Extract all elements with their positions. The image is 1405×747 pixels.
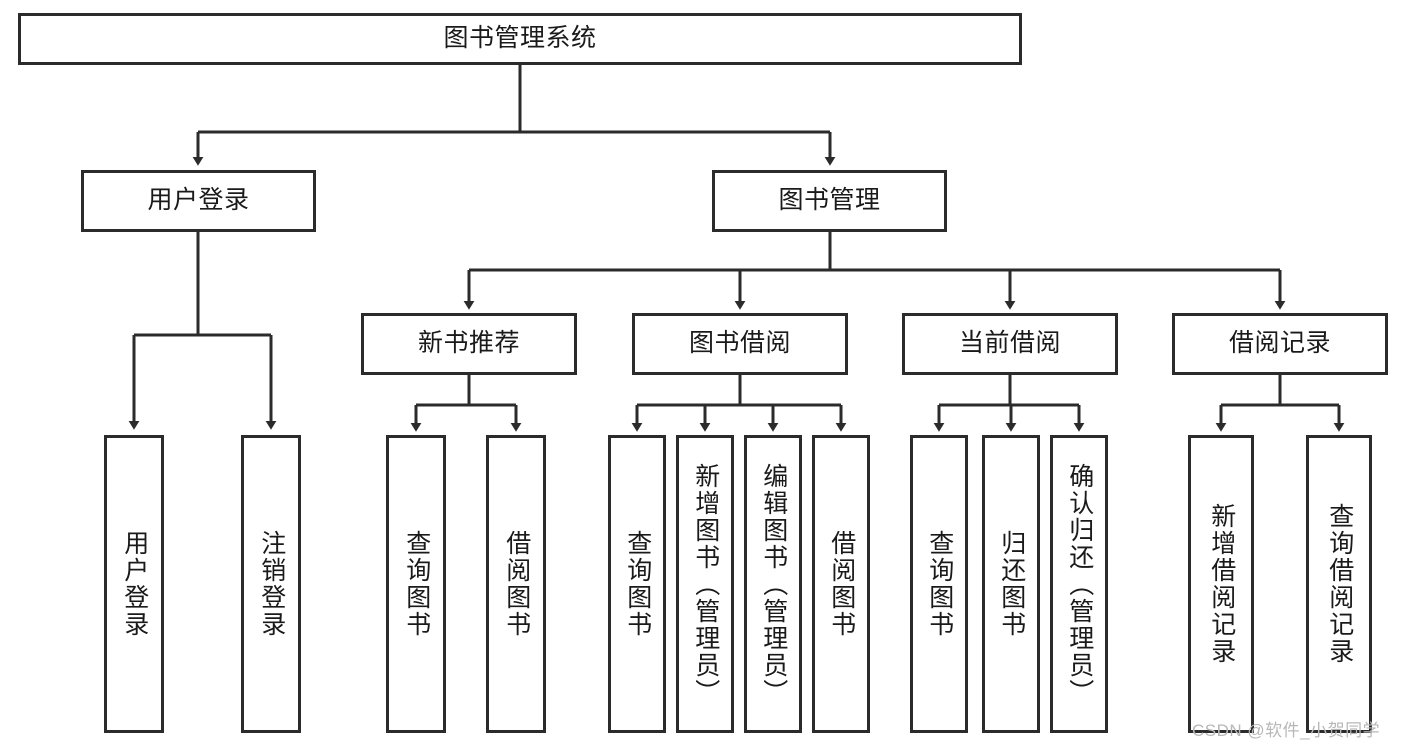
leaf-user-login-label: 用户登录 — [120, 530, 149, 638]
node-root-label: 图书管理系统 — [443, 24, 597, 53]
leaf-return-book-label: 归还图书 — [997, 530, 1026, 638]
node-current-borrow-label: 当前借阅 — [958, 329, 1061, 358]
leaf-add-record[interactable]: 新增借阅记录 — [1188, 435, 1254, 733]
leaf-query-book-2-label: 查询图书 — [623, 530, 652, 638]
leaf-query-book-3-label: 查询图书 — [925, 530, 954, 638]
leaf-edit-book-label: 编辑图书（管理员） — [759, 462, 788, 706]
node-current-borrow[interactable]: 当前借阅 — [902, 313, 1118, 375]
leaf-query-book-1-label: 查询图书 — [402, 530, 431, 638]
leaf-query-book-2[interactable]: 查询图书 — [608, 435, 666, 733]
leaf-borrow-book-1[interactable]: 借阅图书 — [486, 435, 546, 733]
leaf-edit-book[interactable]: 编辑图书（管理员） — [744, 435, 802, 733]
leaf-user-logout[interactable]: 注销登录 — [241, 435, 301, 733]
node-borrow-record[interactable]: 借阅记录 — [1172, 313, 1388, 375]
leaf-query-book-3[interactable]: 查询图书 — [910, 435, 968, 733]
leaf-user-logout-label: 注销登录 — [257, 530, 286, 638]
leaf-confirm-return-label: 确认归还（管理员） — [1065, 462, 1094, 706]
leaf-query-book-1[interactable]: 查询图书 — [386, 435, 446, 733]
leaf-borrow-book-1-label: 借阅图书 — [502, 530, 531, 638]
leaf-add-book-label: 新增图书（管理员） — [691, 462, 720, 706]
node-book-borrow-label: 图书借阅 — [688, 329, 791, 358]
node-borrow-record-label: 借阅记录 — [1228, 329, 1331, 358]
csdn-watermark: CSDN @软件_小贺同学 — [1192, 721, 1381, 740]
node-book-manage-label: 图书管理 — [778, 186, 881, 215]
node-root[interactable]: 图书管理系统 — [18, 13, 1022, 65]
leaf-user-login[interactable]: 用户登录 — [104, 435, 164, 733]
node-user-login-label: 用户登录 — [147, 186, 250, 215]
leaf-add-book[interactable]: 新增图书（管理员） — [676, 435, 734, 733]
node-book-manage[interactable]: 图书管理 — [712, 170, 947, 232]
node-book-borrow[interactable]: 图书借阅 — [632, 313, 848, 375]
leaf-return-book[interactable]: 归还图书 — [982, 435, 1040, 733]
leaf-query-record-label: 查询借阅记录 — [1325, 503, 1354, 665]
node-new-book-rec-label: 新书推荐 — [417, 329, 520, 358]
leaf-confirm-return[interactable]: 确认归还（管理员） — [1050, 435, 1108, 733]
node-user-login[interactable]: 用户登录 — [81, 170, 316, 232]
leaf-query-record[interactable]: 查询借阅记录 — [1306, 435, 1372, 733]
leaf-borrow-book-2[interactable]: 借阅图书 — [812, 435, 870, 733]
node-new-book-rec[interactable]: 新书推荐 — [361, 313, 577, 375]
leaf-add-record-label: 新增借阅记录 — [1207, 503, 1236, 665]
leaf-borrow-book-2-label: 借阅图书 — [827, 530, 856, 638]
